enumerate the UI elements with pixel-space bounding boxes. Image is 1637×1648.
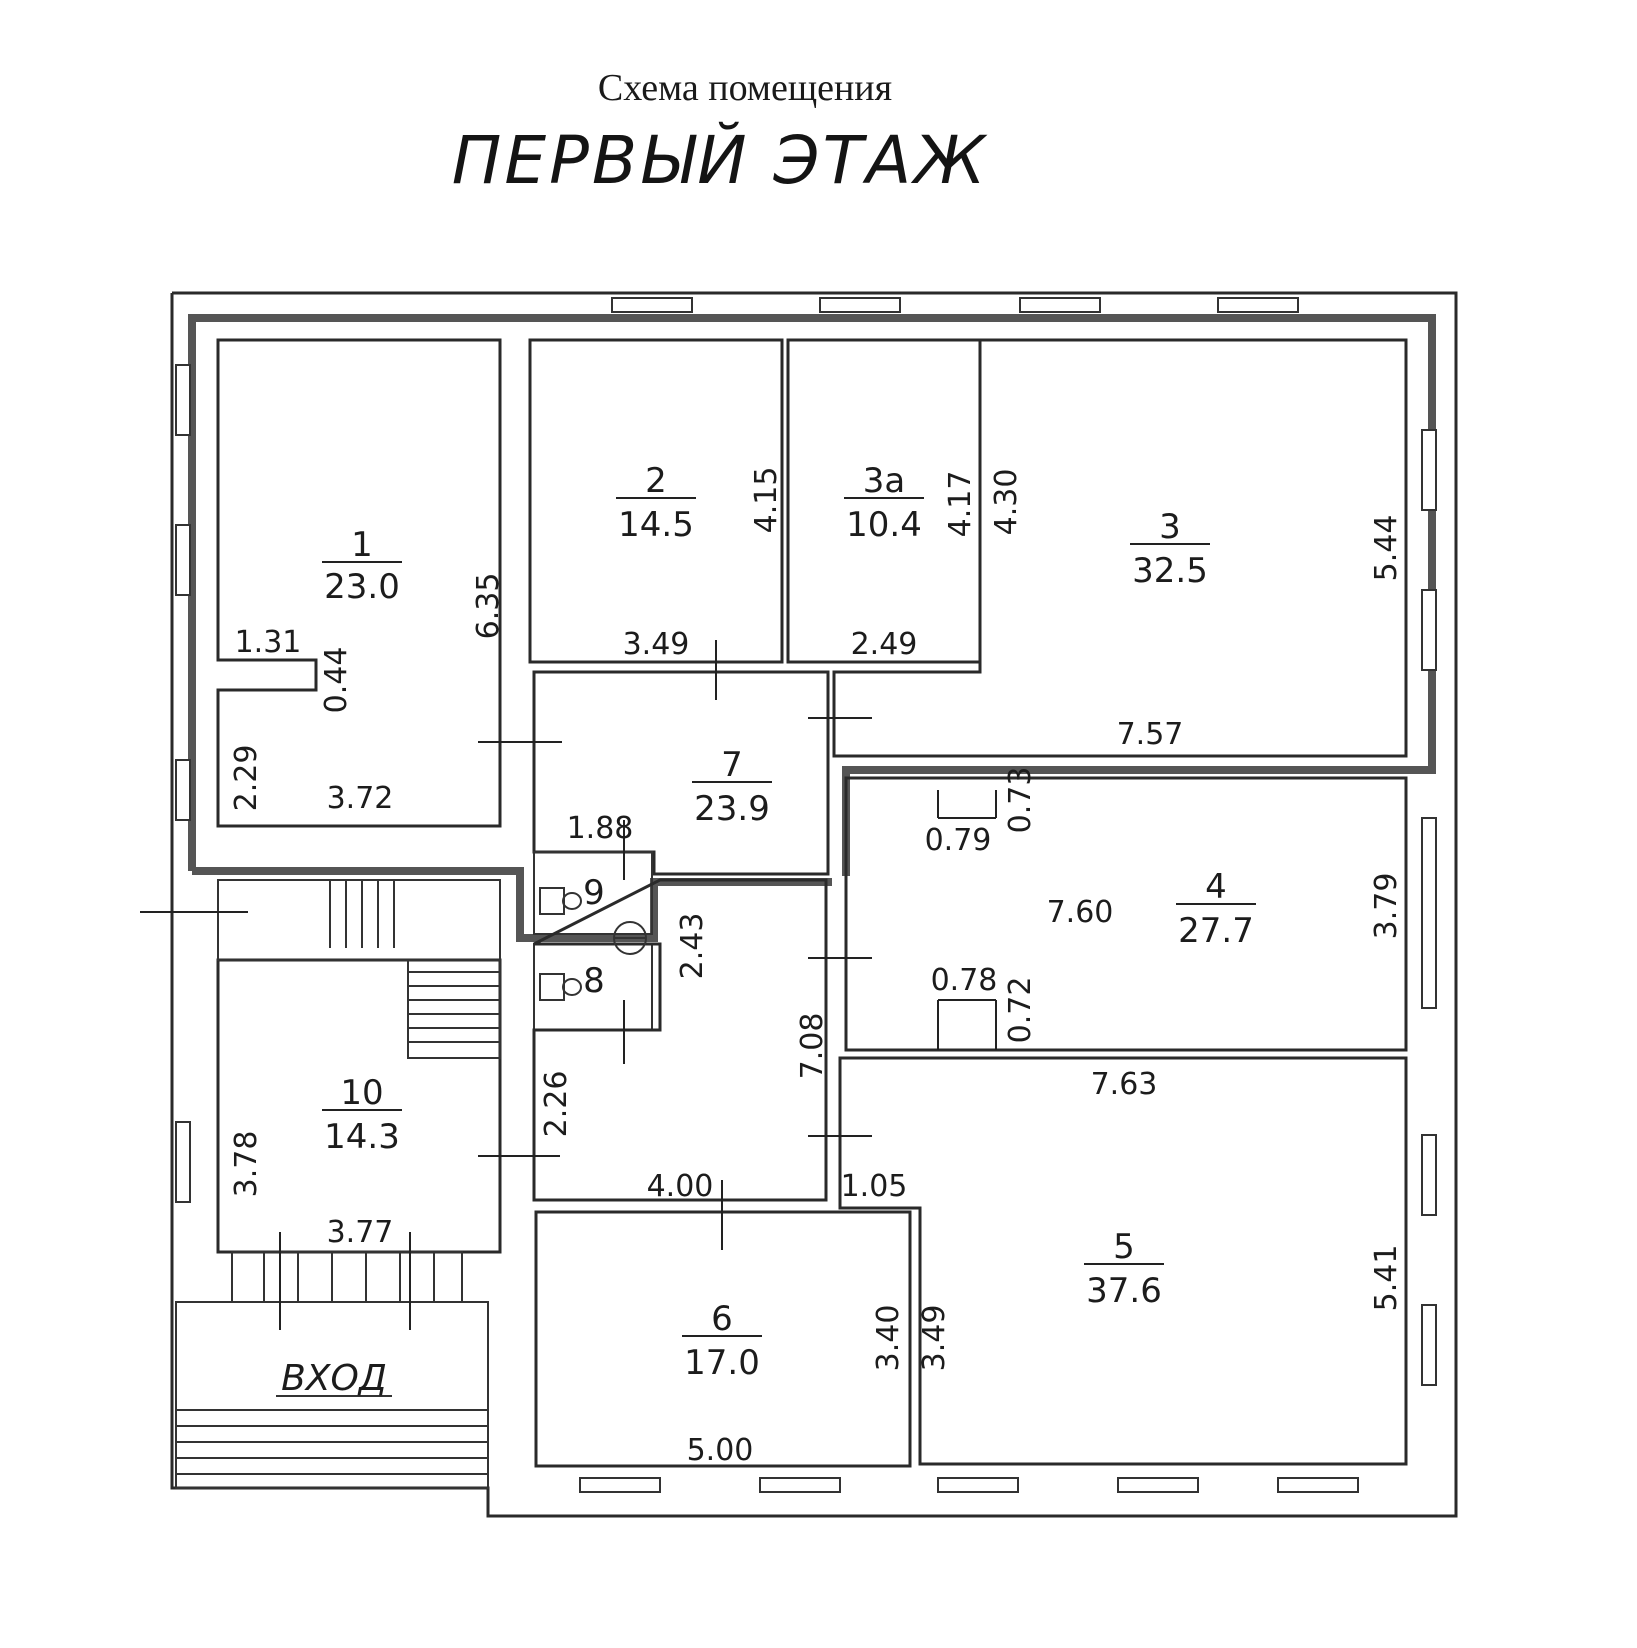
room-9-outline — [533, 851, 653, 935]
dim-1-31: 1.31 — [235, 625, 302, 660]
dim-5-41: 5.41 — [1369, 1245, 1404, 1312]
toilet-fixtures — [539, 887, 647, 1001]
dimension-labels-horizontal: 1.31 3.72 3.49 2.49 7.57 1.88 0.79 7.60 … — [235, 625, 1184, 1468]
dim-3-79: 3.79 — [1369, 873, 1404, 940]
dim-3-78: 3.78 — [229, 1131, 264, 1198]
dim-7-60: 7.60 — [1047, 895, 1114, 930]
door-ticks — [140, 640, 997, 1330]
dim-0-72: 0.72 — [1003, 977, 1038, 1044]
room-2-number: 2 — [645, 461, 667, 501]
room-3-number: 3 — [1159, 507, 1181, 547]
room-10-area: 14.3 — [324, 1117, 400, 1157]
room-1-area: 23.0 — [324, 567, 400, 607]
dim-0-79: 0.79 — [925, 823, 992, 858]
room-5-number: 5 — [1113, 1227, 1135, 1267]
room-7-number: 7 — [721, 745, 743, 785]
dim-7-57: 7.57 — [1117, 717, 1184, 752]
room-10-number: 10 — [340, 1073, 383, 1113]
dim-2-26: 2.26 — [539, 1071, 574, 1138]
room-7-area: 23.9 — [694, 789, 770, 829]
entrance-porch — [175, 1251, 489, 1489]
dim-3-40: 3.40 — [871, 1305, 906, 1372]
corridor-outline — [532, 878, 828, 1202]
staircase — [217, 879, 501, 1059]
room-4-outline — [844, 776, 1408, 1052]
dimension-labels-vertical: 6.35 0.44 2.29 4.15 4.17 4.30 5.44 0.73 … — [229, 467, 1404, 1372]
dim-0-44: 0.44 — [319, 647, 354, 714]
dim-3-77: 3.77 — [327, 1215, 394, 1250]
room-3a-area: 10.4 — [846, 505, 922, 545]
dim-4-00: 4.00 — [647, 1169, 714, 1204]
dim-2-49: 2.49 — [851, 627, 918, 662]
inner-contour-rooms — [192, 867, 832, 942]
room-2-outline — [528, 338, 784, 664]
dim-6-35: 6.35 — [471, 573, 506, 640]
dim-2-29: 2.29 — [229, 745, 264, 812]
room-labels: 1 23.0 2 14.5 3а 10.4 3 32.5 7 23.9 4 27… — [322, 461, 1256, 1383]
room-8-number: 8 — [583, 961, 605, 1001]
dim-2-43: 2.43 — [675, 913, 710, 980]
room-5-area: 37.6 — [1086, 1271, 1162, 1311]
dim-3-49-b: 3.49 — [917, 1305, 952, 1372]
outer-wall — [170, 291, 1458, 1518]
dim-1-05: 1.05 — [841, 1169, 908, 1204]
dim-0-73: 0.73 — [1003, 767, 1038, 834]
room-3-outline — [832, 338, 1408, 758]
dim-4-17: 4.17 — [943, 471, 978, 538]
dim-1-88: 1.88 — [567, 811, 634, 846]
plan-title: ПЕРВЫЙ ЭТАЖ — [451, 122, 989, 199]
entrance-label: ВХОД — [281, 1358, 387, 1399]
windows — [175, 297, 1437, 1493]
room-2-area: 14.5 — [618, 505, 694, 545]
room-1-number: 1 — [351, 525, 373, 565]
room-1-outline — [216, 338, 502, 828]
room-6-outline — [534, 1210, 912, 1468]
room-3-area: 32.5 — [1132, 551, 1208, 591]
dim-3-49-a: 3.49 — [623, 627, 690, 662]
dim-4-15: 4.15 — [749, 467, 784, 534]
dim-0-78: 0.78 — [931, 963, 998, 998]
dim-7-63: 7.63 — [1091, 1067, 1158, 1102]
dim-3-72: 3.72 — [327, 781, 394, 816]
room-3a-number: 3а — [863, 461, 905, 501]
room-4-number: 4 — [1205, 867, 1227, 907]
dim-5-00: 5.00 — [687, 1433, 754, 1468]
dim-5-44: 5.44 — [1369, 515, 1404, 582]
room-4-area: 27.7 — [1178, 911, 1254, 951]
room-6-number: 6 — [711, 1299, 733, 1339]
room-6-area: 17.0 — [684, 1343, 760, 1383]
dim-7-08: 7.08 — [795, 1013, 830, 1080]
room-5-outline — [838, 1056, 1408, 1466]
room-9-number: 9 — [583, 873, 605, 913]
dim-4-30: 4.30 — [989, 469, 1024, 536]
plan-subtitle: Схема помещения — [597, 67, 893, 109]
